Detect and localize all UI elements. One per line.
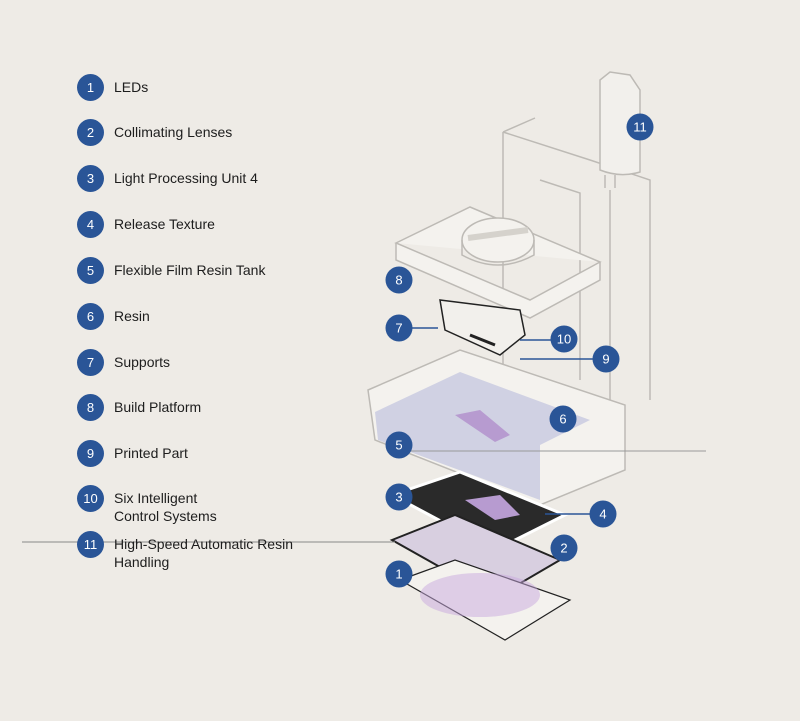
- legend-item: 7 Supports: [77, 349, 170, 376]
- legend-label: High-Speed Automatic Resin Handling: [114, 536, 293, 570]
- callout-badge: 2: [550, 534, 578, 562]
- number-badge: 11: [77, 531, 104, 558]
- printed-part: [439, 299, 526, 356]
- number-badge: 2: [77, 119, 104, 146]
- number-badge: 1: [77, 74, 104, 101]
- legend-item: 9 Printed Part: [77, 440, 188, 467]
- legend-item: 1 LEDs: [77, 74, 148, 101]
- legend-label: Printed Part: [114, 445, 188, 461]
- legend-item: 4 Release Texture: [77, 211, 215, 238]
- callout-badge: 11: [626, 113, 654, 141]
- part-in-resin: [455, 410, 510, 442]
- legend-item: 5 Flexible Film Resin Tank: [77, 257, 265, 284]
- legend-item: 2 Collimating Lenses: [77, 119, 232, 146]
- callout-badge: 5: [385, 431, 413, 459]
- legend-label: Light Processing Unit 4: [114, 170, 258, 186]
- callout-badge: 6: [549, 405, 577, 433]
- legend-item: 11 High-Speed Automatic Resin Handling: [77, 531, 293, 571]
- legend-label: Collimating Lenses: [114, 124, 233, 140]
- number-badge: 10: [77, 485, 104, 512]
- build-platform: [394, 206, 602, 319]
- number-badge: 5: [77, 257, 104, 284]
- number-badge: 3: [77, 165, 104, 192]
- legend-label: Resin: [114, 308, 150, 324]
- legend-label: LEDs: [114, 79, 149, 95]
- callout-badge: 4: [589, 500, 617, 528]
- callout-badge: 10: [550, 325, 578, 353]
- legend-label: Build Platform: [114, 399, 202, 415]
- legend-item: 10 Six Intelligent Control Systems: [77, 485, 217, 525]
- number-badge: 9: [77, 440, 104, 467]
- legend-label: Supports: [114, 354, 171, 370]
- legend-item: 6 Resin: [77, 303, 150, 330]
- legend-item: 3 Light Processing Unit 4: [77, 165, 258, 192]
- callout-badge: 1: [385, 560, 413, 588]
- number-badge: 6: [77, 303, 104, 330]
- callout-badge: 7: [385, 314, 413, 342]
- number-badge: 7: [77, 349, 104, 376]
- callout-badge: 8: [385, 266, 413, 294]
- resin-cartridge: [599, 71, 641, 188]
- number-badge: 4: [77, 211, 104, 238]
- callout-badge: 9: [592, 345, 620, 373]
- legend-label: Six Intelligent Control Systems: [114, 490, 217, 524]
- resin: [375, 372, 590, 500]
- callout-badge: 3: [385, 483, 413, 511]
- legend-label: Flexible Film Resin Tank: [114, 262, 266, 278]
- number-badge: 8: [77, 394, 104, 421]
- legend-label: Release Texture: [114, 216, 215, 232]
- legend-item: 8 Build Platform: [77, 394, 201, 421]
